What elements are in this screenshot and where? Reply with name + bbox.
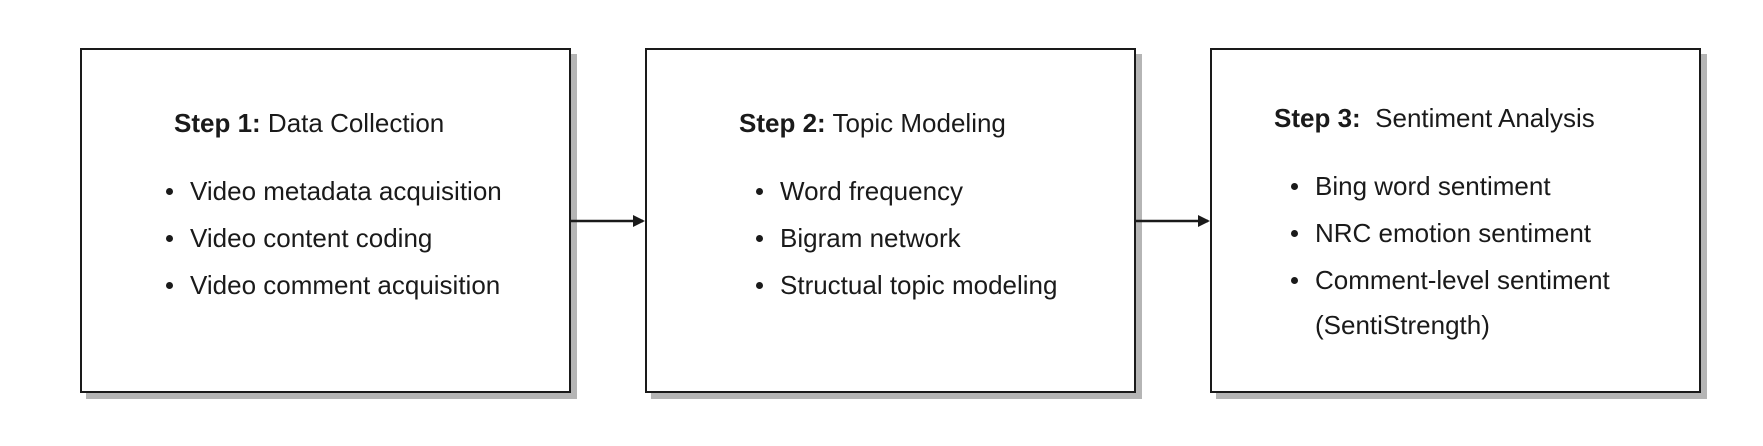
list-item: Video content coding xyxy=(164,215,502,262)
list-item: Comment-level sentiment(SentiStrength) xyxy=(1289,257,1610,346)
step-3-title-text: Sentiment Analysis xyxy=(1375,103,1595,133)
step-1-title: Step 1: Data Collection xyxy=(174,108,444,138)
bullet-icon xyxy=(1291,183,1298,190)
list-item: Word frequency xyxy=(754,168,1057,215)
bullet-icon xyxy=(756,188,763,195)
step-2-box: Step 2: Topic Modeling Word frequency Bi… xyxy=(645,48,1136,393)
bullet-icon xyxy=(166,235,173,242)
step-3-number: Step 3: xyxy=(1274,103,1361,133)
step-1-number: Step 1: xyxy=(174,108,261,138)
step-2-list: Word frequency Bigram network Structual … xyxy=(754,168,1057,309)
step-3-title: Step 3: Sentiment Analysis xyxy=(1274,103,1595,133)
step-2-title: Step 2: Topic Modeling xyxy=(739,108,1006,138)
bullet-icon xyxy=(166,282,173,289)
step-1-box: Step 1: Data Collection Video metadata a… xyxy=(80,48,571,393)
list-item: Bing word sentiment xyxy=(1289,163,1610,210)
step-3-list: Bing word sentiment NRC emotion sentimen… xyxy=(1289,163,1610,346)
step-2-number: Step 2: xyxy=(739,108,826,138)
step-1-title-text: Data Collection xyxy=(267,108,445,138)
list-item: Video metadata acquisition xyxy=(164,168,502,215)
step-2-title-text: Topic Modeling xyxy=(832,108,1006,138)
bullet-icon xyxy=(166,188,173,195)
list-item: NRC emotion sentiment xyxy=(1289,210,1610,257)
bullet-icon xyxy=(1291,230,1298,237)
step-3-box: Step 3: Sentiment Analysis Bing word sen… xyxy=(1210,48,1701,393)
bullet-icon xyxy=(756,282,763,289)
list-item: Structual topic modeling xyxy=(754,262,1057,309)
bullet-icon xyxy=(1291,277,1298,284)
step-1-list: Video metadata acquisition Video content… xyxy=(164,168,502,309)
list-item: Video comment acquisition xyxy=(164,262,502,309)
bullet-icon xyxy=(756,235,763,242)
list-item-note: (SentiStrength) xyxy=(1315,310,1490,340)
list-item: Bigram network xyxy=(754,215,1057,262)
